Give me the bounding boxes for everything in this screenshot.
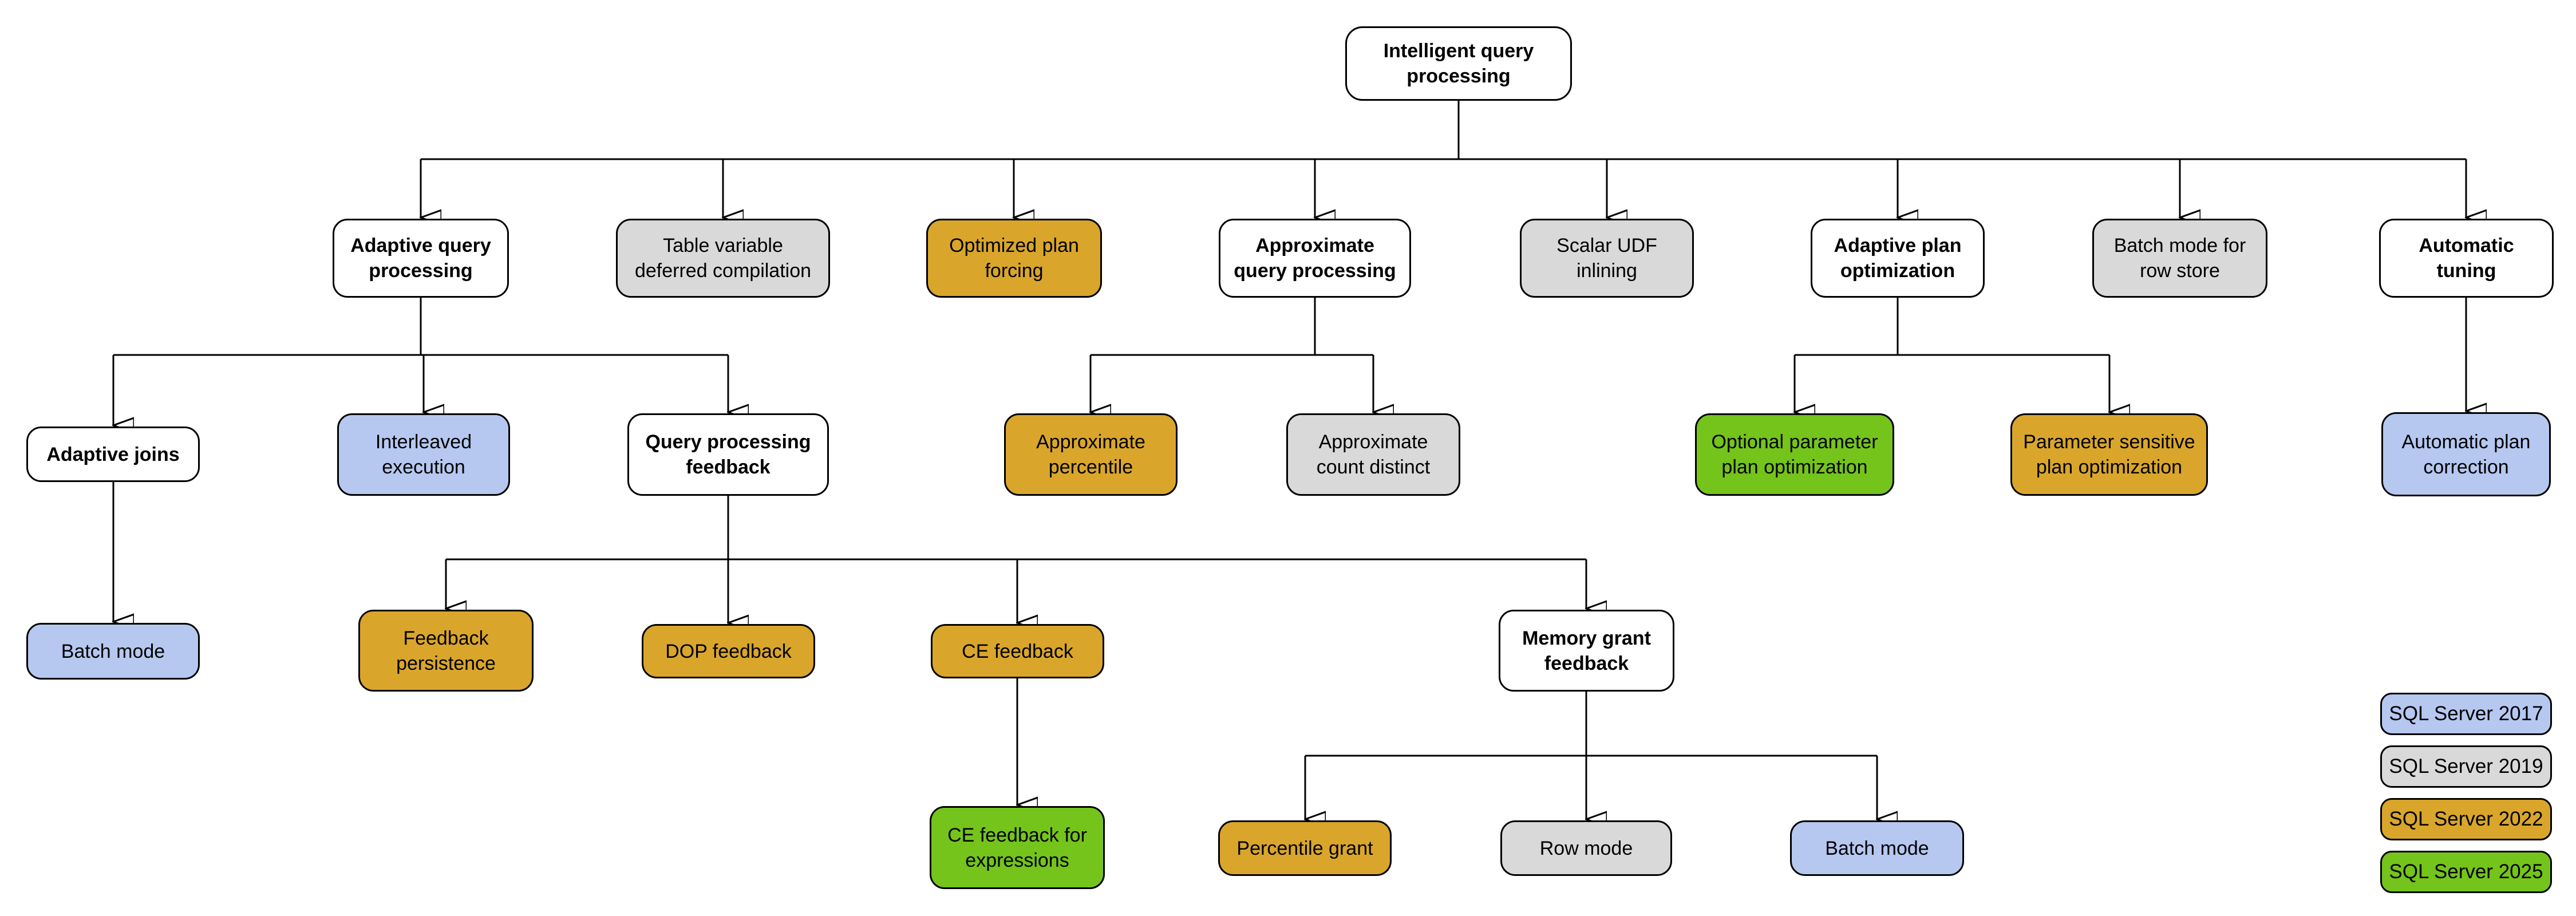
bus-root — [421, 101, 2466, 160]
node-intelligent-query-processing: Intelligent query processing — [1345, 26, 1572, 101]
node-approximate-query-processing: Approximate query processing — [1219, 219, 1411, 298]
legend-sql-server-2017: SQL Server 2017 — [2380, 693, 2552, 735]
node-automatic-tuning: Automatic tuning — [2379, 219, 2554, 298]
node-scalar-udf-inlining: Scalar UDF inlining — [1520, 219, 1694, 298]
bus-memory-grant-feedback — [1305, 692, 1877, 757]
node-query-processing-feedback: Query processing feedback — [627, 413, 829, 496]
node-interleaved-execution: Interleaved execution — [337, 413, 510, 496]
bus-approximate-query-processing — [1091, 298, 1373, 356]
node-parameter-sensitive-plan-optimization: Parameter sensitive plan optimization — [2010, 413, 2208, 496]
node-adaptive-plan-optimization: Adaptive plan optimization — [1811, 219, 1985, 298]
node-percentile-grant: Percentile grant — [1218, 820, 1392, 876]
legend-sql-server-2025: SQL Server 2025 — [2380, 851, 2552, 893]
node-dop-feedback: DOP feedback — [642, 624, 815, 678]
node-row-mode: Row mode — [1500, 820, 1672, 876]
node-adaptive-joins: Adaptive joins — [26, 427, 200, 482]
bus-adaptive-query-processing — [113, 298, 728, 356]
node-optimized-plan-forcing: Optimized plan forcing — [926, 219, 1102, 298]
node-optional-parameter-plan-optimization: Optional parameter plan optimization — [1695, 413, 1894, 496]
node-ce-feedback-for-expressions: CE feedback for expressions — [930, 806, 1105, 889]
node-approximate-percentile: Approximate percentile — [1004, 413, 1178, 496]
node-table-variable-deferred-compilation: Table variable deferred compilation — [616, 219, 830, 298]
node-memory-grant-feedback: Memory grant feedback — [1499, 610, 1674, 692]
legend-sql-server-2022: SQL Server 2022 — [2380, 798, 2552, 840]
node-ce-feedback: CE feedback — [931, 624, 1104, 678]
bus-query-processing-feedback — [446, 496, 1586, 560]
node-batch-mode-under-adaptive-joins: Batch mode — [26, 623, 200, 680]
node-batch-mode-under-memory-grant: Batch mode — [1790, 820, 1964, 876]
node-automatic-plan-correction: Automatic plan correction — [2381, 412, 2551, 496]
node-batch-mode-for-row-store: Batch mode for row store — [2092, 219, 2267, 298]
node-feedback-persistence: Feedback persistence — [358, 610, 534, 692]
legend-sql-server-2019: SQL Server 2019 — [2380, 745, 2552, 788]
node-approximate-count-distinct: Approximate count distinct — [1286, 413, 1460, 496]
bus-adaptive-plan-optimization — [1795, 298, 2109, 356]
node-adaptive-query-processing: Adaptive query processing — [333, 219, 509, 298]
